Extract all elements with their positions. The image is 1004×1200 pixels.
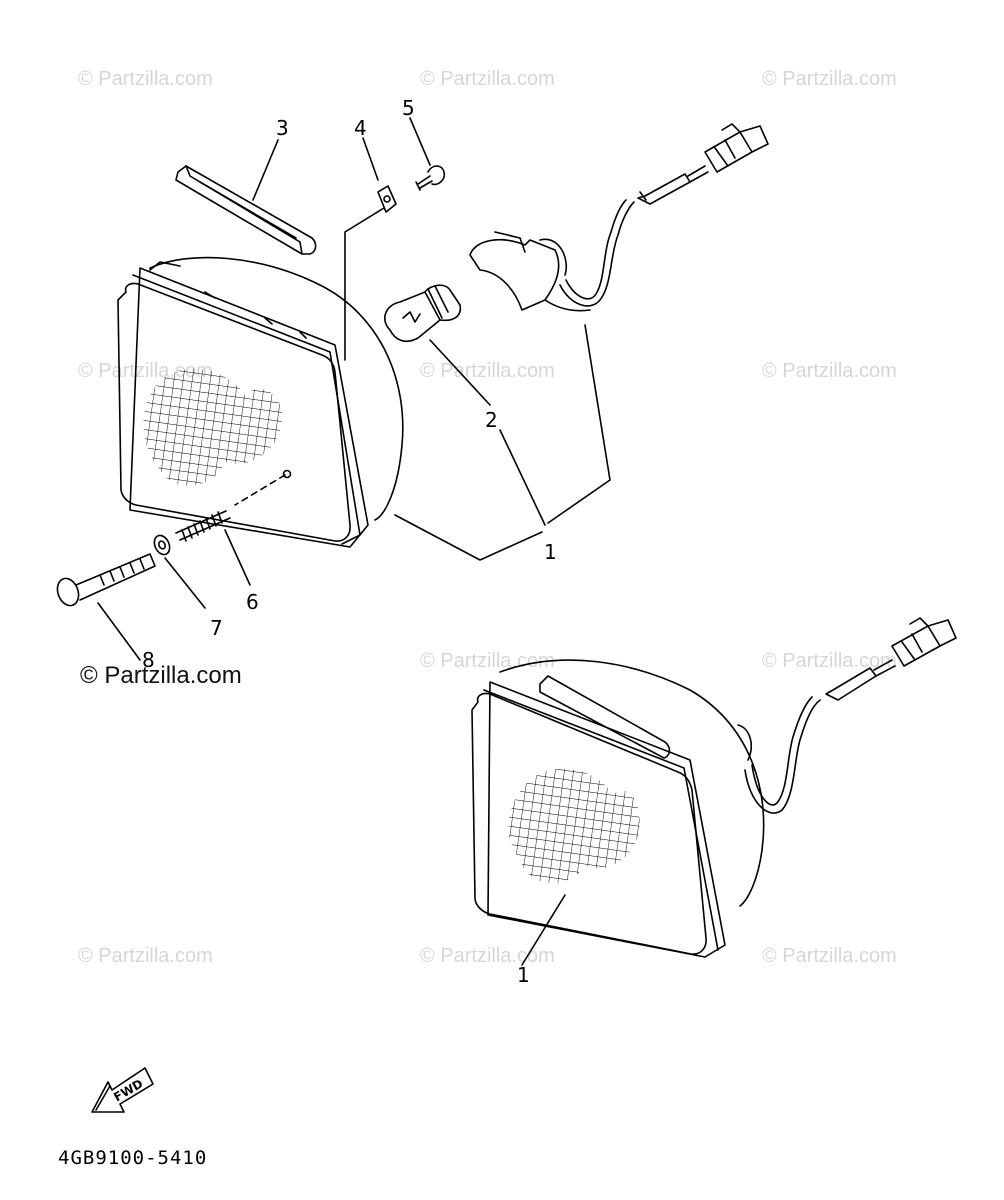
- callout-washer: 7: [210, 616, 223, 640]
- leader-lines-upper: [97, 117, 611, 661]
- wire-harness-upper: [559, 123, 769, 307]
- watermark: © Partzilla.com: [762, 68, 897, 90]
- watermark: © Partzilla.com: [762, 945, 897, 967]
- watermark: © Partzilla.com: [762, 650, 897, 672]
- watermark: © Partzilla.com: [78, 945, 213, 967]
- bulb: [384, 284, 462, 342]
- callout-headlight-lower: 1: [517, 963, 530, 987]
- callout-bolt: 8: [142, 648, 155, 672]
- watermark: © Partzilla.com: [420, 650, 555, 672]
- screw: [415, 165, 446, 191]
- callout-nut: 4: [354, 116, 367, 140]
- callout-cover-strip: 3: [276, 116, 289, 140]
- fwd-arrow-icon: FWD: [91, 1067, 154, 1113]
- cover-strip: [175, 165, 317, 255]
- callout-headlight-upper: 1: [544, 540, 557, 564]
- fwd-label: FWD: [111, 1076, 145, 1104]
- watermark: © Partzilla.com: [420, 945, 555, 967]
- washer: [153, 534, 171, 556]
- watermark: © Partzilla.com: [78, 68, 213, 90]
- callout-bulb: 2: [485, 408, 498, 432]
- watermark: © Partzilla.com: [762, 360, 897, 382]
- leader-line-lower: [521, 894, 566, 966]
- headlight-assembly-lower: [471, 659, 765, 958]
- nut: [377, 185, 397, 213]
- bulb-socket: [469, 231, 591, 312]
- bolt: [56, 553, 156, 607]
- diagram-code: 4GB9100-5410: [58, 1147, 208, 1169]
- wire-harness-lower: [744, 617, 957, 814]
- callout-spring: 6: [246, 590, 259, 614]
- headlight-assembly-upper: [117, 207, 404, 548]
- watermark-main: © Partzilla.com: [80, 662, 242, 689]
- callout-screw: 5: [402, 96, 415, 120]
- spring: [175, 510, 231, 542]
- watermark: © Partzilla.com: [420, 68, 555, 90]
